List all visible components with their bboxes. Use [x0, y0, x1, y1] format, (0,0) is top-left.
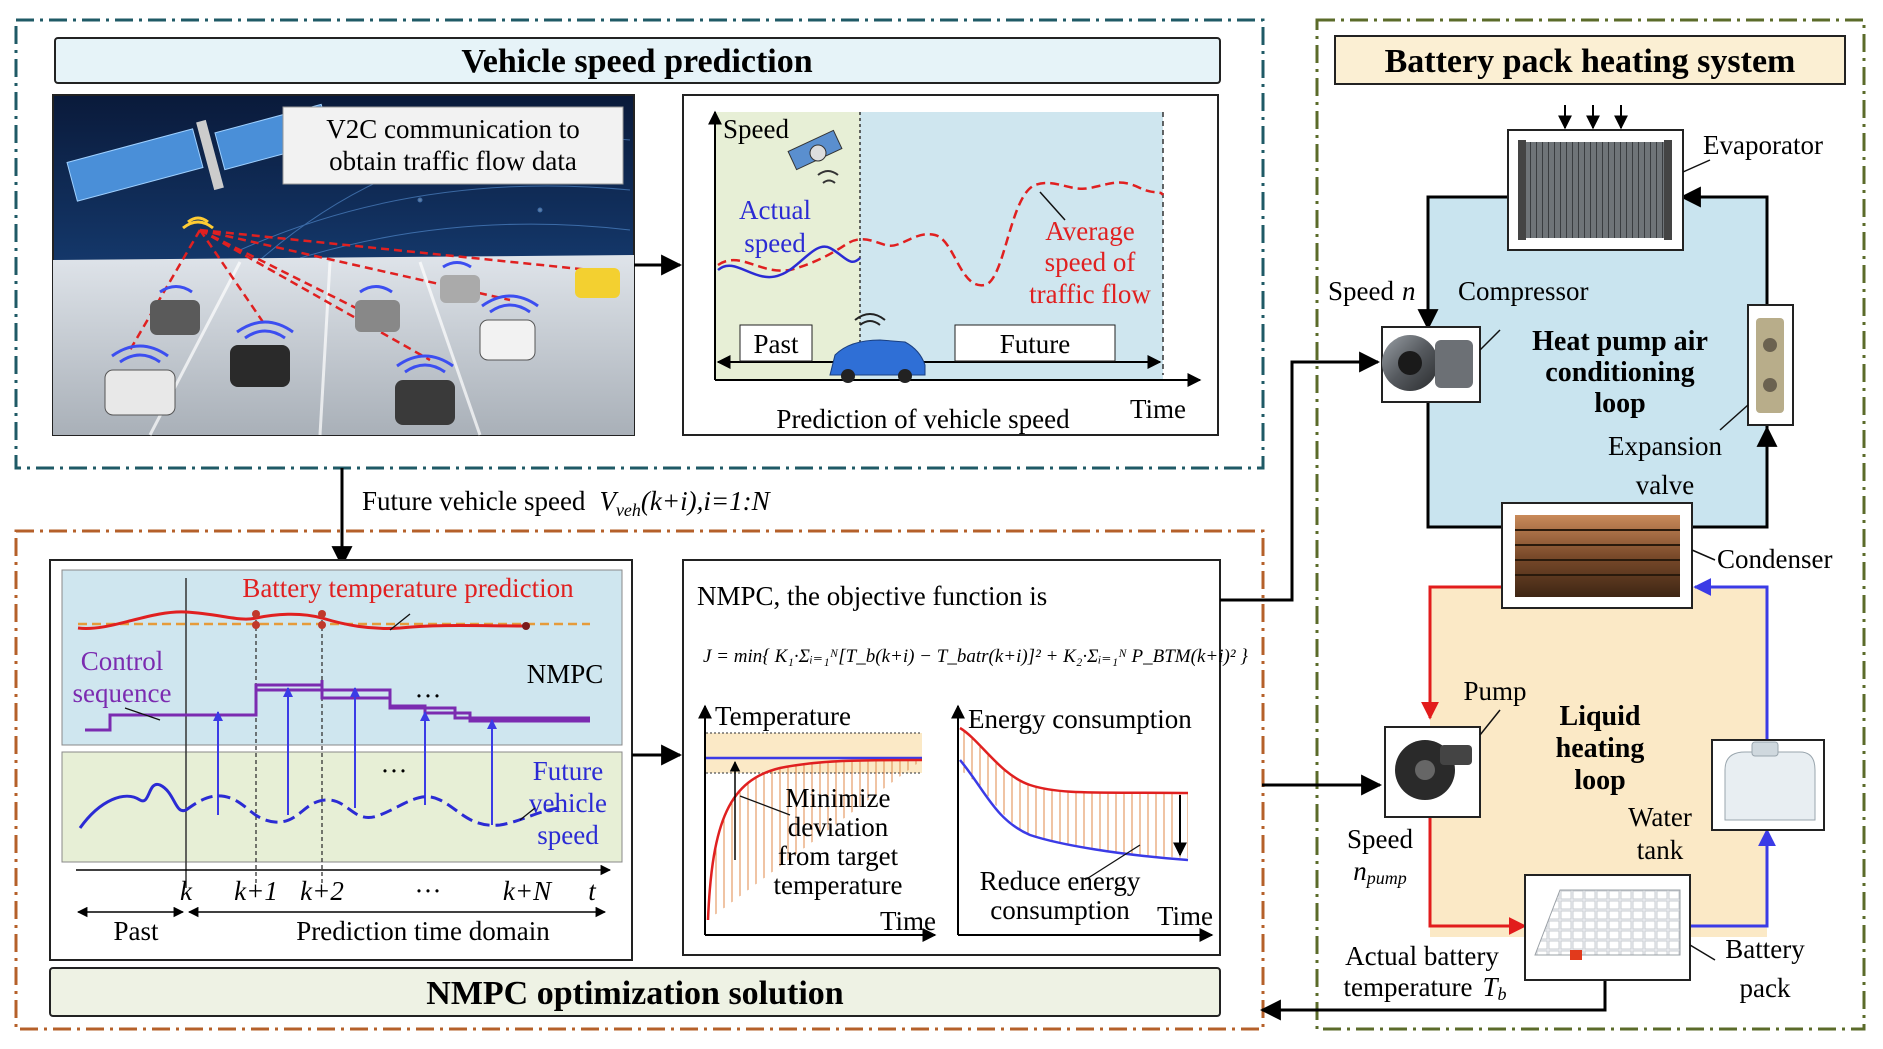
- compressor-label: Compressor: [1458, 276, 1589, 306]
- liquid-loop-label-1: Liquid: [1560, 701, 1641, 732]
- actual-speed-curve: [717, 245, 861, 279]
- small-satellite-icon: [787, 129, 843, 184]
- energy-optimized-curve: [959, 759, 1189, 862]
- dots-lower: ···: [381, 756, 408, 786]
- pump-speed-label: Speed: [1347, 824, 1413, 854]
- compressor-component: [1381, 326, 1501, 403]
- v2c-traffic-image: V2C communication to obtain traffic flow…: [52, 94, 635, 436]
- npump-label: npump: [1353, 856, 1407, 888]
- future-speed-label-1: Future: [533, 756, 604, 786]
- control-label-1: Control: [81, 646, 164, 676]
- reduce-label-1: Reduce energy: [980, 866, 1141, 896]
- mpc-prediction-panel: Battery temperature prediction Control s…: [49, 559, 633, 961]
- battery-pack-label-2: pack: [1740, 973, 1791, 1003]
- objective-title: NMPC, the objective function is: [697, 581, 1047, 611]
- solution-title-text: NMPC optimization solution: [426, 975, 844, 1012]
- actual-speed-label-2: speed: [744, 228, 806, 258]
- tick-k2: k+2: [300, 876, 344, 906]
- expansion-valve-label-2: valve: [1636, 470, 1694, 500]
- speed-prediction-title: Vehicle speed prediction: [54, 37, 1221, 84]
- water-tank-component: [1711, 739, 1825, 831]
- pump-label: Pump: [1463, 676, 1526, 706]
- battery-pack-label-1: Battery: [1725, 934, 1805, 964]
- speed-chart-caption: Prediction of vehicle speed: [776, 404, 1070, 434]
- battery-temp-prediction-label: Battery temperature prediction: [242, 573, 574, 603]
- battery-system-title-text: Battery pack heating system: [1385, 43, 1796, 80]
- reduce-label-2: consumption: [990, 895, 1130, 925]
- future-label: Future: [1000, 329, 1071, 359]
- solution-title: NMPC optimization solution: [49, 967, 1221, 1017]
- tick-kN: k+N: [503, 876, 553, 906]
- future-speed-curve: [185, 794, 561, 827]
- condenser-component: [1501, 502, 1716, 609]
- liquid-loop-label-3: loop: [1574, 765, 1625, 796]
- tick-k: k: [180, 876, 193, 906]
- evaporator-component: [1507, 105, 1711, 251]
- control-label-2: sequence: [73, 678, 172, 708]
- past-domain-label: Past: [113, 916, 159, 946]
- speed-prediction-frame: [14, 18, 1265, 470]
- minimize-label-2: deviation: [788, 812, 889, 842]
- energy-axis-label: Energy consumption: [968, 704, 1192, 734]
- tick-t: t: [588, 876, 597, 906]
- expansion-valve-component: [1719, 304, 1794, 431]
- nmpc-label: NMPC: [527, 659, 604, 689]
- hp-loop-label-1: Heat pump air: [1532, 326, 1708, 357]
- condenser-label: Condenser: [1717, 544, 1832, 574]
- water-tank-label-1: Water: [1628, 802, 1692, 832]
- speed-axis-label: Speed: [723, 114, 789, 144]
- speed-prediction-title-text: Vehicle speed prediction: [461, 43, 812, 80]
- tick-dots: ···: [415, 876, 442, 906]
- avg-speed-label-3: traffic flow: [1029, 279, 1151, 309]
- time-axis-label: Time: [1130, 394, 1186, 424]
- arrow-battery-to-solution: [1259, 975, 1607, 1021]
- temperature-axis-label: Temperature: [715, 701, 851, 731]
- water-tank-label-2: tank: [1637, 835, 1684, 865]
- avg-speed-label-1: Average: [1045, 216, 1134, 246]
- liquid-loop-label-2: heating: [1556, 733, 1645, 764]
- nmpc-frame: [14, 529, 1265, 1031]
- hp-loop-label-3: loop: [1594, 388, 1645, 419]
- energy-baseline-curve: [959, 726, 1189, 795]
- battery-pack-component: [1524, 874, 1716, 981]
- satellite-signal-icon: [182, 216, 214, 230]
- dots-upper: ···: [415, 681, 442, 711]
- objective-equation: J = min{ K₁·Σᵢ₌₁ᴺ[T_b(k+i) − T_batr(k+i)…: [703, 646, 1248, 667]
- prediction-domain-label: Prediction time domain: [296, 916, 550, 946]
- car-icon: [104, 268, 620, 425]
- minimize-label-4: temperature: [774, 870, 903, 900]
- v2c-text-1: V2C communication to: [326, 114, 579, 144]
- heat-pump-loop-area: [1428, 197, 1767, 527]
- arrow-to-compressor: [1220, 351, 1381, 602]
- avg-speed-label-2: speed of: [1045, 247, 1136, 277]
- future-speed-label-3: speed: [537, 820, 599, 850]
- battery-system-frame: [1315, 18, 1866, 1031]
- evaporator-label: Evaporator: [1703, 130, 1823, 160]
- future-speed-label-2: vehicle: [529, 788, 607, 818]
- temperature-response-curve: [706, 758, 923, 921]
- objective-panel: NMPC, the objective function is J = min{…: [682, 559, 1248, 956]
- average-speed-curve: [717, 181, 1165, 287]
- past-label: Past: [753, 329, 799, 359]
- minimize-label-3: from target: [778, 841, 899, 871]
- actual-battery-temp-label-1: Actual battery: [1345, 941, 1499, 971]
- tick-k1: k+1: [234, 876, 278, 906]
- v2c-text-2: obtain traffic flow data: [329, 146, 577, 176]
- speed-prediction-chart: Speed Time Actual speed Average speed of…: [682, 94, 1219, 436]
- time-axis-label-2: Time: [1157, 901, 1213, 931]
- past-speed-curve: [78, 782, 187, 829]
- battery-temp-curve: [77, 610, 526, 630]
- minimize-label-1: Minimize: [786, 783, 891, 813]
- actual-speed-label-1: Actual: [739, 195, 811, 225]
- expansion-valve-label-1: Expansion: [1608, 431, 1722, 461]
- time-axis-label-1: Time: [880, 906, 936, 936]
- blue-car-icon: [829, 313, 926, 383]
- hp-loop-label-2: conditioning: [1545, 357, 1694, 388]
- battery-system-title: Battery pack heating system: [1334, 35, 1846, 85]
- pump-component: [1384, 709, 1501, 818]
